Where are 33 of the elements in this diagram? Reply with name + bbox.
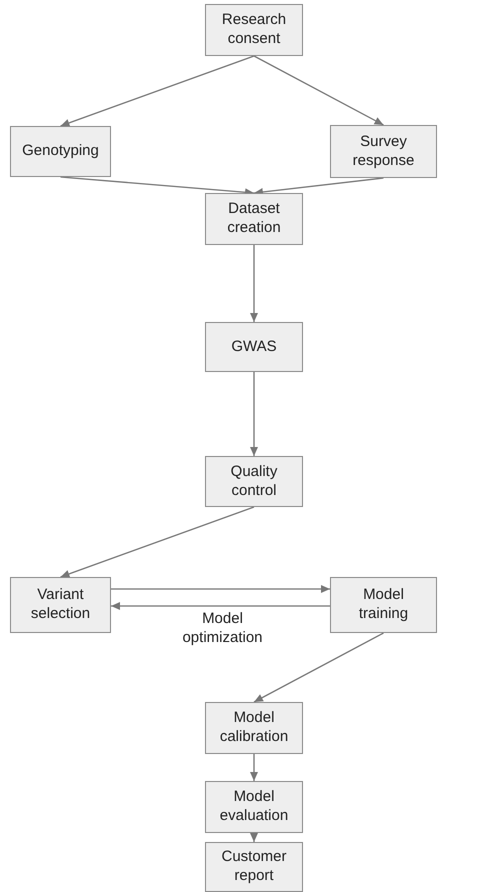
box-label: GWAS xyxy=(231,338,277,356)
arrow xyxy=(254,632,384,703)
process-box xyxy=(205,193,303,245)
box-label: Model evaluation xyxy=(218,788,290,826)
process-box xyxy=(10,577,111,633)
arrow xyxy=(250,754,258,781)
arrow xyxy=(60,506,254,578)
process-box xyxy=(10,126,111,177)
box-label: Genotyping xyxy=(22,142,99,161)
arrow xyxy=(111,585,330,593)
process-box xyxy=(205,842,303,892)
arrow xyxy=(250,245,258,322)
process-box xyxy=(330,577,437,633)
arrow xyxy=(254,177,384,196)
arrow xyxy=(250,833,258,842)
process-box xyxy=(205,4,303,56)
box-label: Customer report xyxy=(220,848,288,886)
process-box xyxy=(205,456,303,507)
box-label: Survey response xyxy=(352,132,416,170)
arrow xyxy=(250,372,258,456)
box-label: Model calibration xyxy=(218,709,290,747)
box-label: Dataset creation xyxy=(226,200,282,238)
process-box xyxy=(205,781,303,833)
process-box xyxy=(205,322,303,372)
arrow xyxy=(111,602,330,610)
arrow xyxy=(254,55,384,126)
arrow xyxy=(60,55,254,127)
box-label: Quality control xyxy=(230,462,278,500)
box-label: Variant selection xyxy=(30,586,92,624)
box-label: Research consent xyxy=(220,11,288,49)
process-box xyxy=(205,702,303,754)
box-label: Model training xyxy=(358,586,410,624)
process-box xyxy=(330,125,437,178)
